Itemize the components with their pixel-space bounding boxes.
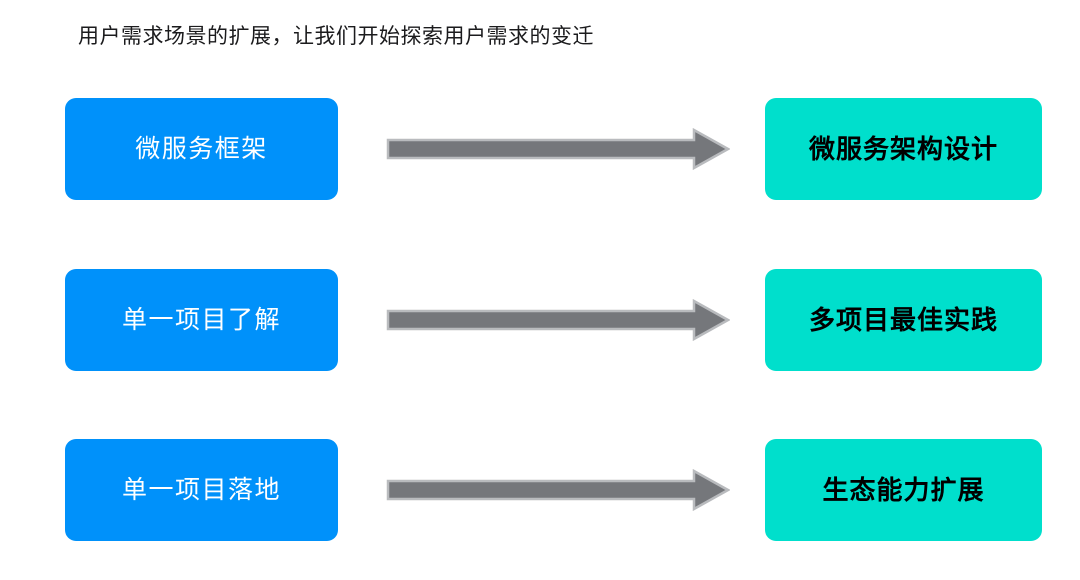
flow-row: 单一项目落地 生态能力扩展 [0,439,1080,541]
right-block-arrow-icon [386,469,730,511]
target-node-box[interactable]: 生态能力扩展 [765,439,1042,541]
target-node-label: 微服务架构设计 [808,134,998,164]
source-node-box[interactable]: 单一项目了解 [65,269,338,371]
source-node-label: 微服务框架 [135,134,268,163]
target-node-label: 多项目最佳实践 [808,305,998,335]
flow-row: 单一项目了解 多项目最佳实践 [0,269,1080,371]
right-block-arrow-icon [386,128,730,170]
source-node-box[interactable]: 单一项目落地 [65,439,338,541]
target-node-box[interactable]: 多项目最佳实践 [765,269,1042,371]
right-block-arrow-icon [386,299,730,341]
page-title: 用户需求场景的扩展，让我们开始探索用户需求的变迁 [78,25,594,48]
source-node-box[interactable]: 微服务框架 [65,98,338,200]
target-node-box[interactable]: 微服务架构设计 [765,98,1042,200]
source-node-label: 单一项目落地 [121,475,281,504]
source-node-label: 单一项目了解 [121,305,281,334]
target-node-label: 生态能力扩展 [822,475,985,505]
flow-row: 微服务框架 微服务架构设计 [0,98,1080,200]
